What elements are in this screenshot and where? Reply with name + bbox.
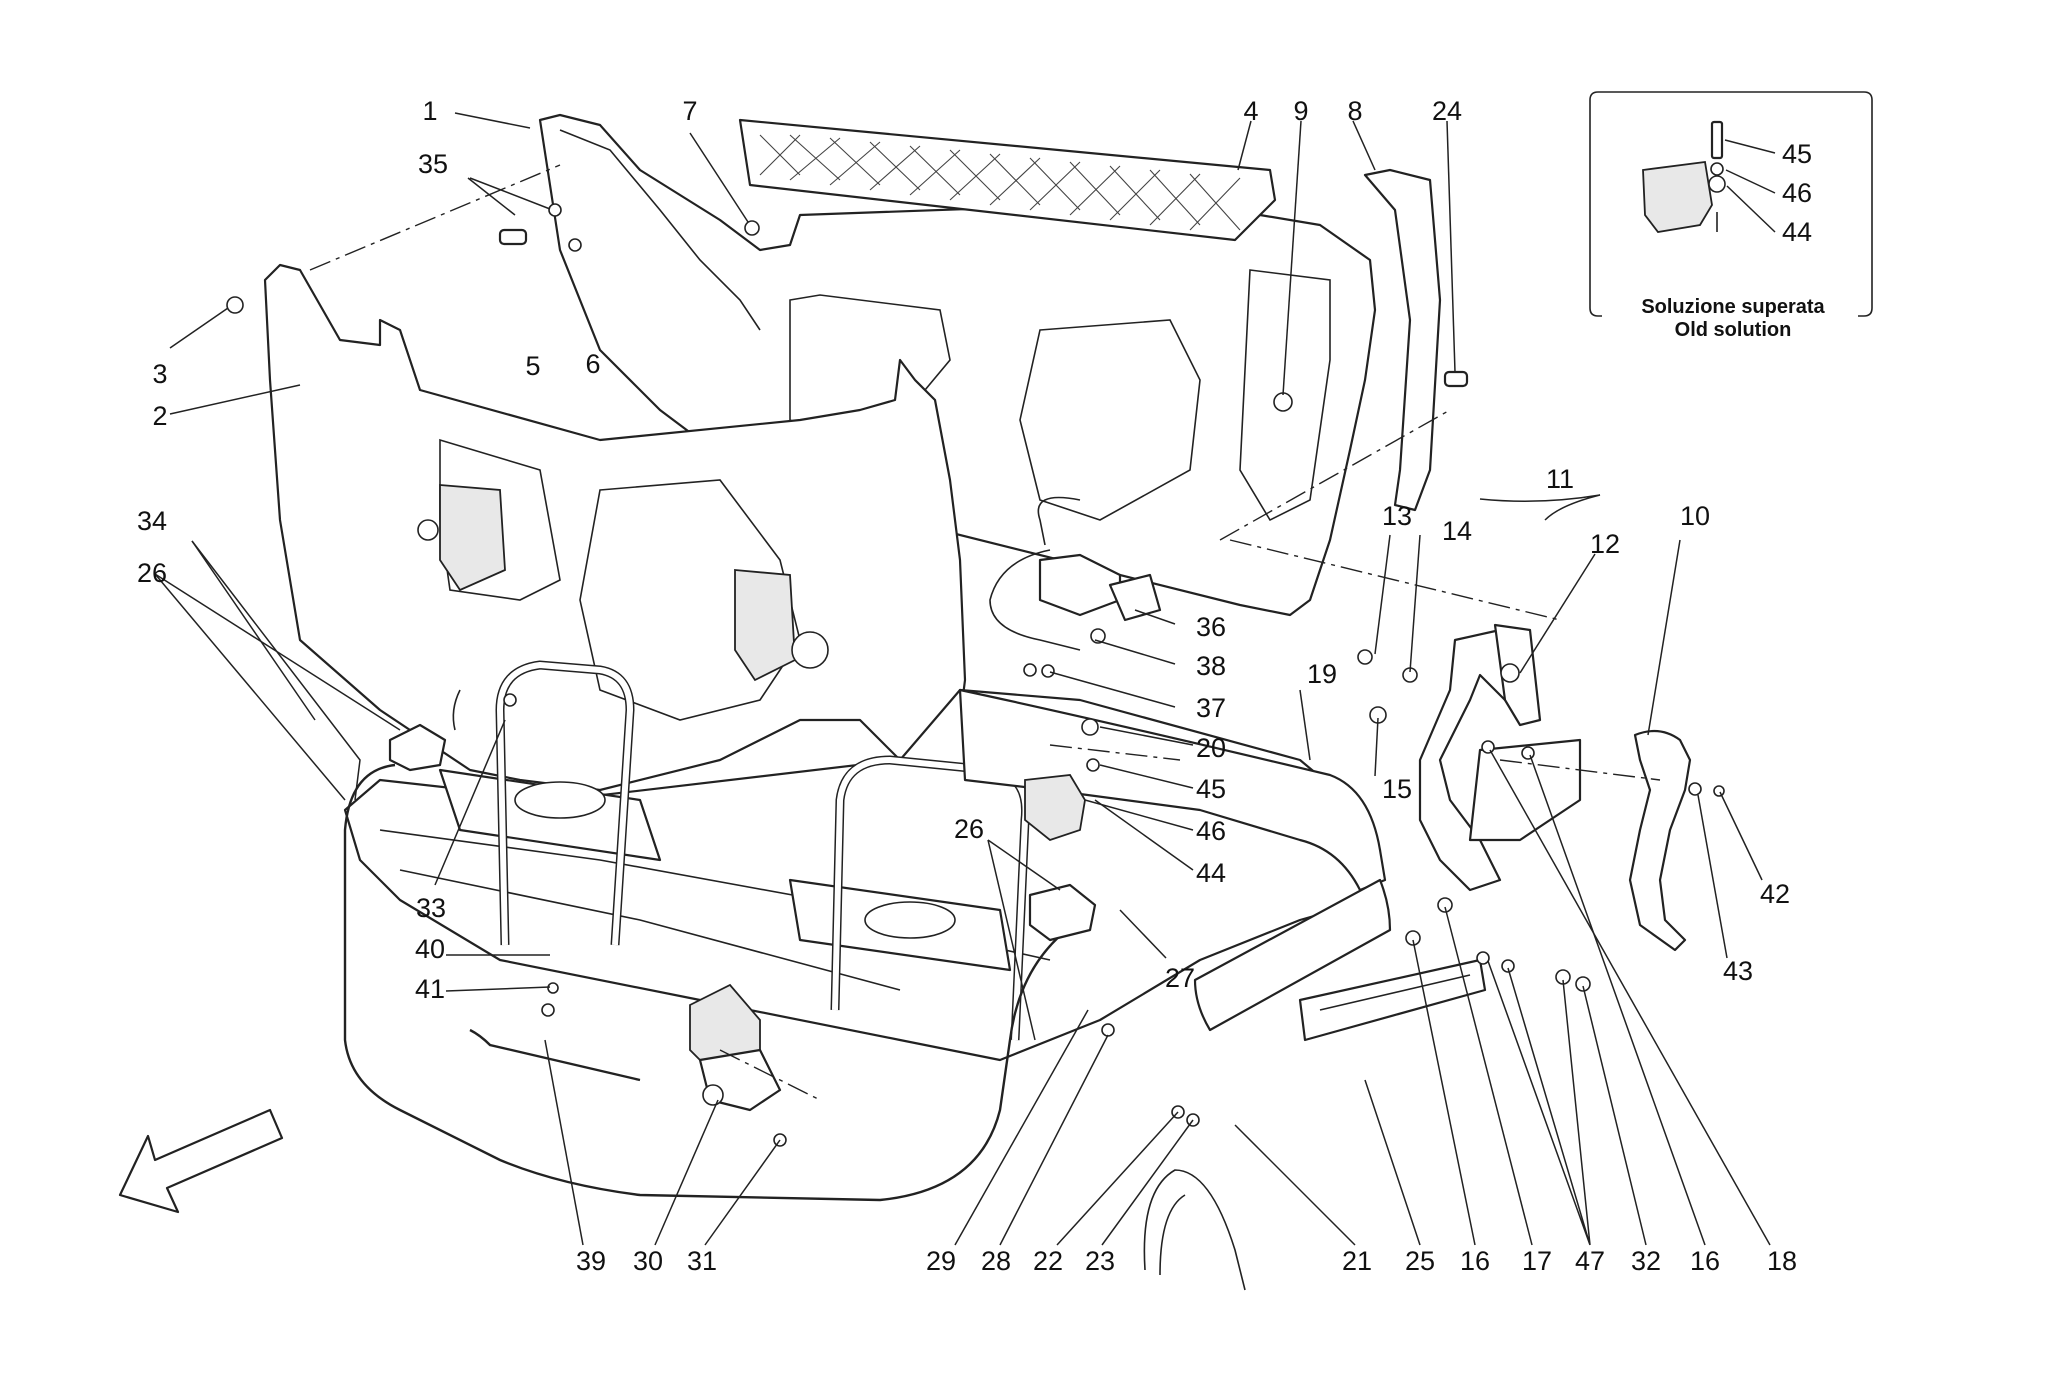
callout-23: 23 [1085, 1246, 1115, 1276]
front-direction-arrow [118, 1108, 284, 1214]
callout-labels: 1 35 7 4 9 8 24 3 2 5 6 34 26 11 13 14 1… [137, 96, 1812, 1276]
callout-34: 34 [137, 506, 167, 536]
callout-36: 36 [1196, 612, 1226, 642]
callout-3: 3 [152, 359, 167, 389]
callout-9: 9 [1293, 96, 1308, 126]
callout-37: 37 [1196, 693, 1226, 723]
callout-25: 25 [1405, 1246, 1435, 1276]
hinge-arm [1628, 729, 1692, 952]
callout-38: 38 [1196, 651, 1226, 681]
callout-27: 27 [1165, 963, 1195, 993]
callout-42: 42 [1760, 879, 1790, 909]
callout-22: 22 [1033, 1246, 1063, 1276]
inset-title-line1: Soluzione superata [1641, 296, 1825, 318]
left-latch [388, 689, 461, 772]
inset-title-line2: Old solution [1675, 319, 1792, 341]
callout-21: 21 [1342, 1246, 1372, 1276]
callout-16: 16 [1460, 1246, 1490, 1276]
callout-6: 6 [585, 349, 600, 379]
callout-13: 13 [1382, 501, 1412, 531]
release-cable [343, 763, 1081, 1202]
callout-12: 12 [1590, 529, 1620, 559]
inset-old-solution: Soluzione superata Old solution [1589, 91, 1873, 341]
callout-28: 28 [981, 1246, 1011, 1276]
callout-31: 31 [687, 1246, 717, 1276]
callout-26: 26 [137, 558, 167, 588]
callout-8: 8 [1347, 96, 1362, 126]
assembly-guides [309, 164, 1661, 1101]
fasteners [226, 203, 1725, 1147]
latch-module [989, 496, 1162, 651]
callout-30: 30 [633, 1246, 663, 1276]
inset-callout-45: 45 [1782, 139, 1812, 169]
callout-18: 18 [1767, 1246, 1797, 1276]
inner-trim-panel [263, 263, 967, 792]
actuator-motor [689, 983, 782, 1112]
bumper-bracket-44 [1024, 774, 1086, 842]
callout-40: 40 [415, 934, 445, 964]
callout-10: 10 [1680, 501, 1710, 531]
callout-39: 39 [576, 1246, 606, 1276]
callout-24: 24 [1432, 96, 1462, 126]
callout-32: 32 [1631, 1246, 1661, 1276]
lower-trim-bar [1193, 878, 1487, 1042]
callout-15: 15 [1382, 774, 1412, 804]
leader-lines [154, 112, 1776, 1246]
inset-callout-44: 44 [1782, 217, 1812, 247]
callout-45: 45 [1196, 774, 1226, 804]
inset-callout-46: 46 [1782, 178, 1812, 208]
callout-19: 19 [1307, 659, 1337, 689]
right-latch [1028, 883, 1097, 942]
mesh-screen-part [738, 118, 1277, 242]
hinge-bracket [1418, 623, 1582, 892]
callout-26-b: 26 [954, 814, 984, 844]
callout-46: 46 [1196, 816, 1226, 846]
callout-4: 4 [1243, 96, 1258, 126]
callout-33: 33 [416, 893, 446, 923]
callout-43: 43 [1723, 956, 1753, 986]
callout-44: 44 [1196, 858, 1226, 888]
rear-panel-19 [958, 688, 1387, 892]
callout-41: 41 [415, 974, 445, 1004]
callout-14: 14 [1442, 516, 1472, 546]
seal-strip-part [1363, 168, 1442, 512]
callout-29: 29 [926, 1246, 956, 1276]
callout-11: 11 [1546, 464, 1574, 494]
callout-16-b: 16 [1690, 1246, 1720, 1276]
wheel-arch [1143, 1169, 1246, 1291]
callout-17: 17 [1522, 1246, 1552, 1276]
callout-7: 7 [682, 96, 697, 126]
callout-35: 35 [418, 149, 448, 179]
callout-20: 20 [1196, 733, 1226, 763]
callout-1: 1 [422, 96, 437, 126]
callout-2: 2 [152, 401, 167, 431]
callout-47: 47 [1575, 1246, 1605, 1276]
roll-bar-left [495, 660, 635, 946]
callout-5: 5 [525, 351, 540, 381]
